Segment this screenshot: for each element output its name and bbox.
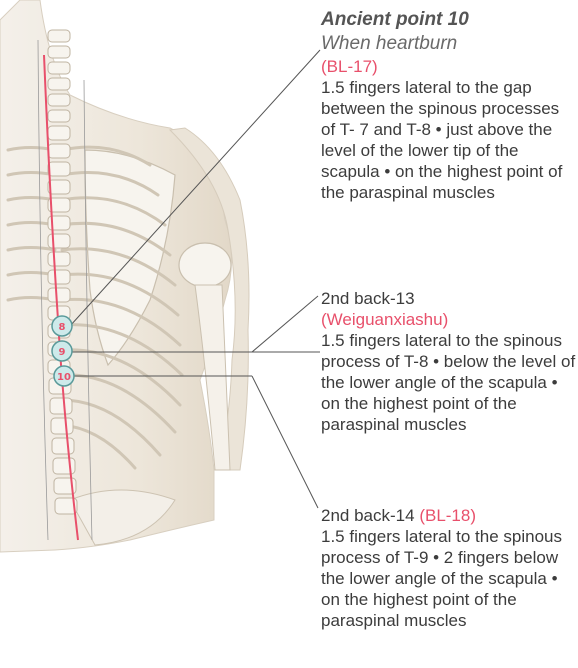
- point-location-text: 1.5 fingers lateral to the spinous proce…: [321, 526, 576, 631]
- point-description-bl17: Ancient point 10 When heartburn (BL-17) …: [321, 8, 576, 203]
- point-marker-9-label: 9: [59, 347, 66, 358]
- point-code: (BL-18): [419, 506, 476, 525]
- point-name: 2nd back-14: [321, 506, 415, 525]
- point-subtitle: When heartburn: [321, 32, 576, 56]
- point-marker-10-label: 10: [57, 372, 71, 383]
- leader-line-10-diagonal: [252, 376, 318, 508]
- point-code: (Weiguanxiashu): [321, 309, 576, 330]
- point-location-text: 1.5 fingers lateral to the gap between t…: [321, 77, 576, 203]
- point-location-text: 1.5 fingers lateral to the spinous proce…: [321, 330, 576, 435]
- point-marker-10: 10: [54, 366, 74, 386]
- point-description-weiguanxiashu: 2nd back-13 (Weiguanxiashu) 1.5 fingers …: [321, 288, 576, 435]
- humeral-head: [179, 243, 231, 287]
- point-code: (BL-17): [321, 56, 576, 77]
- point-name: 2nd back-13: [321, 288, 576, 309]
- point-description-bl18: 2nd back-14 (BL-18) 1.5 fingers lateral …: [321, 505, 576, 631]
- point-heading: 2nd back-14 (BL-18): [321, 505, 576, 526]
- point-title: Ancient point 10: [321, 8, 576, 32]
- point-marker-8-label: 8: [59, 322, 66, 333]
- point-marker-8: 8: [52, 316, 72, 336]
- point-marker-9: 9: [52, 341, 72, 361]
- leader-line-9-diagonal: [252, 296, 318, 352]
